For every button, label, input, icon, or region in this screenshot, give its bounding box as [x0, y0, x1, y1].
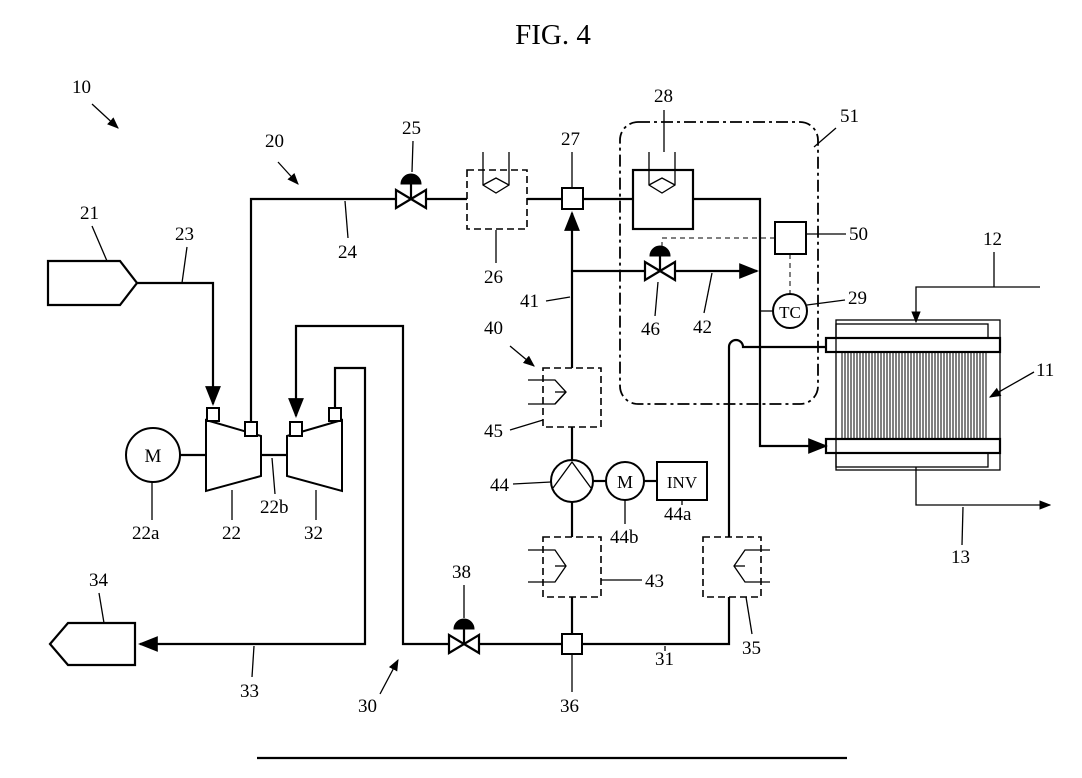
exchanger-43-box [543, 537, 601, 597]
valve-icon-46 [645, 246, 675, 280]
label-exhaust-system: 30 [358, 696, 377, 717]
valve-icon-38 [449, 619, 479, 653]
exhaust-outlet [50, 623, 135, 665]
leader-temp-controller [807, 300, 845, 305]
label-exchanger-43: 43 [645, 571, 664, 592]
label-exchanger-35: 35 [742, 638, 761, 659]
label-cooler-26: 26 [484, 267, 503, 288]
leader-exchanger-35 [746, 597, 752, 634]
motor-glyph: M [145, 446, 162, 467]
leader-arrow-cooling-system [510, 346, 534, 366]
label-pump-motor: 44b [610, 527, 639, 548]
figure-title: FIG. 4 [515, 19, 591, 51]
pump-icon [551, 460, 593, 502]
stack-outlet-line [729, 340, 826, 537]
label-fuel-cell-stack: 11 [1036, 360, 1054, 381]
label-cooling-system: 40 [484, 318, 503, 339]
label-return-line: 31 [655, 649, 674, 670]
label-turbine: 32 [304, 523, 323, 544]
intake-line [137, 283, 213, 404]
heat-exchanger-icon-35 [734, 550, 770, 582]
label-line-out: 13 [951, 547, 970, 568]
heat-exchanger-icon-43 [528, 550, 566, 582]
leader-line-41 [546, 297, 570, 301]
label-inverter: 44a [664, 504, 692, 525]
exchanger-45-box [543, 368, 601, 427]
heat-exchanger-icon [483, 152, 509, 193]
supply-line [251, 199, 396, 422]
return-line [582, 597, 729, 644]
air-source-tank [48, 261, 137, 305]
leader-line-42 [704, 273, 712, 313]
leader-intake-line [182, 247, 187, 283]
leader-air-source [92, 226, 107, 261]
label-valve-38: 38 [452, 562, 471, 583]
label-intake-line: 23 [175, 224, 194, 245]
line-12 [916, 287, 1040, 322]
controller-box [775, 222, 806, 254]
label-exhaust-outlet: 34 [89, 570, 109, 591]
inverter-glyph: INV [667, 473, 698, 492]
compressor-outlet-port [245, 422, 257, 436]
label-junction-36: 36 [560, 696, 579, 717]
leader-arrow-air-supply [278, 162, 298, 184]
line-13 [916, 467, 1050, 505]
label-pump: 44 [490, 475, 510, 496]
exchanger-35-box [703, 537, 761, 597]
label-region-51: 51 [840, 106, 859, 127]
pump-motor-glyph: M [617, 472, 633, 492]
label-motor-compressor: 22a [132, 523, 160, 544]
label-air-source: 21 [80, 203, 99, 224]
temp-glyph: TC [779, 303, 801, 322]
turbine-outlet-port [329, 408, 341, 421]
signal-controller-valve [662, 238, 775, 254]
label-controller: 50 [849, 224, 868, 245]
label-system: 10 [72, 77, 91, 98]
junction-36 [562, 634, 582, 654]
leader-pump [513, 482, 551, 484]
leader-line-out [962, 507, 963, 545]
label-line-in: 12 [983, 229, 1002, 250]
leader-exhaust-line [252, 646, 254, 677]
label-exchanger-45: 45 [484, 421, 503, 442]
heat-exchanger-icon-45 [528, 380, 566, 404]
leader-valve-46 [655, 282, 658, 316]
label-air-supply-system: 20 [265, 131, 284, 152]
leader-valve-supply [412, 141, 413, 172]
fuel-cell-stack-icon [826, 320, 1000, 470]
label-shaft: 22b [260, 497, 289, 518]
compressor-inlet-port [207, 408, 219, 421]
junction-27 [562, 188, 583, 209]
leader-exchanger-45 [510, 420, 543, 430]
label-line-41: 41 [520, 291, 539, 312]
label-humidifier: 28 [654, 86, 673, 107]
label-valve-supply: 25 [402, 118, 421, 139]
turbine-inlet-port [290, 422, 302, 436]
leader-shaft [272, 458, 275, 494]
label-compressor: 22 [222, 523, 241, 544]
leader-exhaust-outlet [99, 593, 104, 623]
label-temp-controller: 29 [848, 288, 867, 309]
leader-arrow-fuel-cell-stack [990, 372, 1034, 397]
label-supply-line: 24 [338, 242, 358, 263]
leader-supply-line [345, 201, 348, 238]
valve-icon [396, 174, 426, 208]
label-line-42: 42 [693, 317, 712, 338]
label-valve-46: 46 [641, 319, 660, 340]
label-junction-27: 27 [561, 129, 580, 150]
leader-arrow-exhaust-system [380, 660, 398, 694]
label-exhaust-line: 33 [240, 681, 259, 702]
leader-arrow-system [92, 104, 118, 128]
humidifier-heater-icon [649, 152, 675, 193]
region-51 [620, 122, 818, 404]
